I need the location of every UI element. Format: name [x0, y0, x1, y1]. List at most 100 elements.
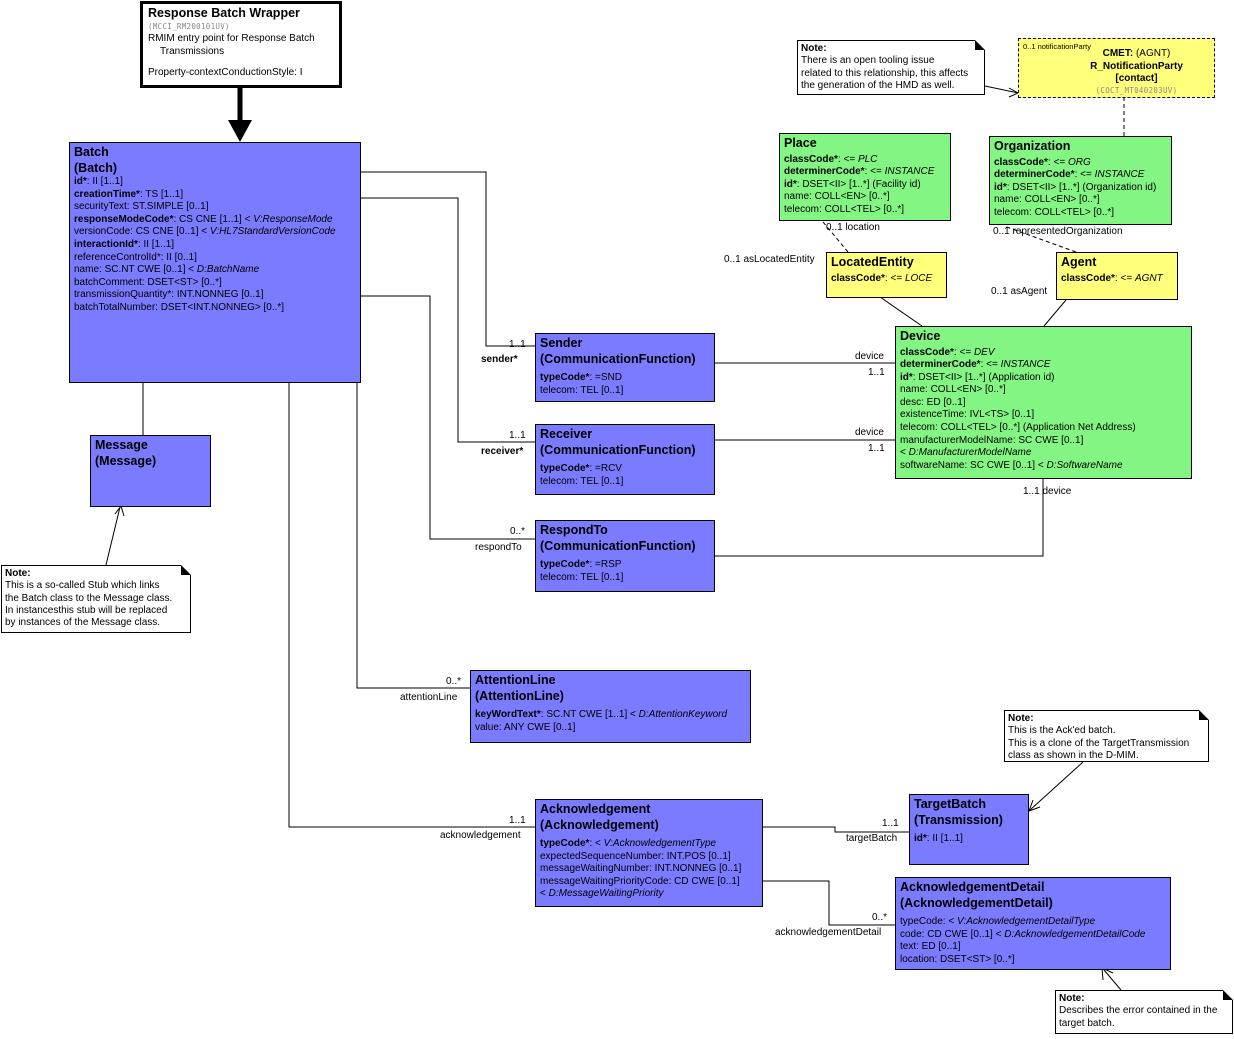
attribute-name: determinerCode*	[784, 166, 865, 178]
attribute-row: telecom: COLL<TEL> [0..*]	[994, 207, 1167, 220]
acknowledgement-subtitle: (Acknowledgement)	[540, 817, 659, 832]
attribute-text: <	[900, 447, 909, 459]
attribute-row: referenceControlId*: II [0..1]	[74, 252, 356, 265]
entry-point-box[interactable]: Response Batch Wrapper (MCCI_RM200101UV)…	[140, 1, 342, 88]
attribute-row: responseModeCode*: CS CNE [1..1] < V:Res…	[74, 214, 356, 227]
entry-property: Property-contextConductionStyle: I	[148, 66, 303, 78]
attentionline-class[interactable]: AttentionLine (AttentionLine) keyWordTex…	[470, 670, 751, 743]
cmet-id: (COCT_MT040203UV)	[1095, 86, 1178, 96]
attribute-domain: INSTANCE	[1094, 169, 1145, 181]
attribute-domain: PLC	[857, 153, 878, 165]
attribute-row: telecom: TEL [0..1]	[540, 476, 710, 489]
attribute-domain: V:AcknowledgementDetailType	[956, 916, 1096, 927]
attribute-domain: D:AcknowledgementDetailCode	[1004, 928, 1146, 940]
message-title: Message	[95, 438, 148, 452]
cmet-notification-party[interactable]: 0..1 notificationParty CMET: (AGNT) R_No…	[1018, 38, 1215, 98]
attentionline-subtitle: (AttentionLine)	[475, 688, 564, 703]
sender-class[interactable]: Sender (CommunicationFunction) typeCode*…	[535, 333, 715, 402]
agent-attributes: classCode*: <= AGNT	[1061, 273, 1173, 286]
attribute-text: text: ED [0..1]	[900, 941, 961, 953]
attribute-text: name: COLL<EN> [0..*]	[900, 384, 1006, 396]
message-subtitle: (Message)	[95, 453, 157, 468]
batch-class[interactable]: Batch (Batch) id*: II [1..1]creationTime…	[69, 142, 361, 383]
attribute-type: : <=	[837, 153, 858, 165]
attribute-row: transmissionQuantity*: INT.NONNEG [0..1]	[74, 289, 356, 302]
attribute-row: manufacturerModelName: SC CWE [0..1]	[900, 435, 1187, 448]
attribute-type: : <=	[864, 166, 885, 178]
targetbatch-subtitle: (Transmission)	[914, 812, 1003, 827]
acknowledgementdetail-class[interactable]: AcknowledgementDetail (AcknowledgementDe…	[895, 877, 1171, 970]
message-class[interactable]: Message (Message)	[90, 435, 211, 507]
attribute-text: name: COLL<EN> [0..*]	[994, 194, 1100, 206]
attribute-text: batchComment: DSET<ST> [0..*]	[74, 276, 222, 288]
attribute-name: classCode*	[994, 156, 1048, 168]
attribute-text: <	[540, 888, 549, 900]
attribute-domain: D:SoftwareName	[1046, 459, 1123, 471]
attribute-name: typeCode*	[540, 372, 590, 383]
attentionline-role: attentionLine	[400, 692, 458, 703]
attribute-type: : DSET<II> [1..*] (Facility id)	[796, 178, 921, 190]
acknowledgement-class[interactable]: Acknowledgement (Acknowledgement) typeCo…	[535, 799, 763, 907]
sender-title: Sender	[540, 336, 583, 350]
receiver-multiplicity: 1..1	[509, 430, 526, 441]
attribute-text: telecom: COLL<TEL> [0..*]	[784, 203, 905, 215]
respondto-role: respondTo	[475, 542, 522, 553]
attribute-row: classCode*: <= DEV	[900, 347, 1187, 360]
attribute-row: classCode*: <= ORG	[994, 157, 1167, 170]
attribute-name: keyWordText*	[475, 709, 541, 720]
targetbatch-multiplicity: 1..1	[882, 818, 899, 829]
attribute-row: creationTime*: TS [1..1]	[74, 189, 356, 202]
note-heading: Note:	[801, 43, 827, 54]
attribute-domain: V:ResponseMode	[253, 213, 333, 225]
entry-title: Response Batch Wrapper	[148, 6, 300, 20]
attribute-text: name: SC.NT CWE [0..1] <	[74, 264, 197, 276]
respondto-class[interactable]: RespondTo (CommunicationFunction) typeCo…	[535, 520, 715, 592]
attribute-text: code: CD CWE [0..1] <	[900, 928, 1005, 940]
attribute-name: creationTime*	[74, 188, 140, 200]
attribute-name: classCode*	[1061, 272, 1115, 284]
sender-multiplicity: 1..1	[509, 339, 526, 350]
attribute-row: batchTotalNumber: DSET<INT.NONNEG> [0..*…	[74, 302, 356, 315]
attribute-name: typeCode*	[540, 559, 590, 570]
attribute-text: expectedSequenceNumber: INT.POS [0..1]	[540, 850, 731, 862]
attribute-domain: INSTANCE	[884, 166, 935, 178]
attribute-domain: LOCE	[904, 272, 933, 284]
targetbatch-attributes: id*: II [1..1]	[914, 833, 1024, 846]
attribute-domain: V:AcknowledgementType	[603, 838, 717, 849]
place-title: Place	[784, 136, 817, 150]
attribute-type: : II [1..1]	[926, 833, 963, 844]
attribute-type: : TS [1..1]	[139, 188, 184, 200]
attribute-text: name: COLL<EN> [0..*]	[784, 191, 890, 203]
receiver-device-multiplicity: 1..1	[868, 443, 885, 454]
attribute-text: securityText: ST.SIMPLE [0..1]	[74, 201, 209, 213]
receiver-class[interactable]: Receiver (CommunicationFunction) typeCod…	[535, 424, 715, 495]
attribute-text: softwareName: SC CWE [0..1] <	[900, 459, 1047, 471]
attribute-type: : II [1..1]	[137, 238, 175, 250]
agent-class[interactable]: Agent classCode*: <= AGNT	[1056, 252, 1178, 300]
note-line: class as shown in the D-MIM.	[1008, 749, 1139, 761]
agent-role-label: 0..1 asAgent	[991, 286, 1048, 297]
attribute-row: id*: II [1..1]	[914, 833, 1024, 846]
acknowledgementdetail-subtitle: (AcknowledgementDetail)	[900, 895, 1053, 910]
attribute-row: securityText: ST.SIMPLE [0..1]	[74, 201, 356, 214]
attribute-domain: D:BatchName	[196, 264, 260, 276]
batch-attributes: id*: II [1..1]creationTime*: TS [1..1]se…	[74, 176, 356, 315]
note-heading: Note:	[1008, 713, 1034, 724]
note-line: In instancesthis stub will be replaced	[5, 604, 168, 616]
attribute-row: classCode*: <= LOCE	[831, 273, 942, 286]
attribute-text: location: DSET<ST> [0..*]	[900, 953, 1015, 965]
locatedentity-class[interactable]: LocatedEntity classCode*: <= LOCE	[826, 252, 947, 298]
targetbatch-class[interactable]: TargetBatch (Transmission) id*: II [1..1…	[909, 794, 1029, 865]
note-line: related to this relationship, this affec…	[801, 67, 969, 79]
message-note: Note: This is a so-called Stub which lin…	[1, 565, 191, 633]
attentionline-title: AttentionLine	[475, 673, 556, 687]
attribute-type: : DSET<II> [1..*] (Application id)	[912, 371, 1055, 383]
targetbatch-note: Note: This is the Ack'ed batch.This is a…	[1004, 710, 1209, 762]
